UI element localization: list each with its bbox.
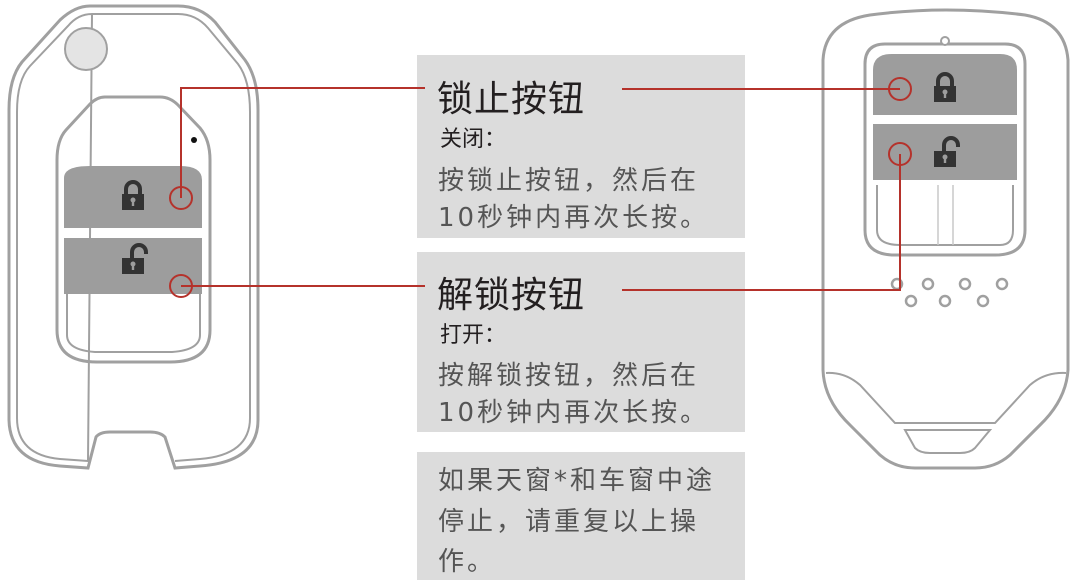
lock-text-line: 10秒钟内再次长按。 [438, 203, 710, 233]
unlock-text-line: 10秒钟内再次长按。 [438, 398, 710, 428]
lock-subtitle: 关闭： [440, 127, 507, 152]
flip-key-fob [7, 4, 260, 470]
unlock-button-title: 解锁按钮 [437, 275, 586, 316]
key-release-button [64, 27, 108, 71]
note-text-line: 作。 [438, 547, 497, 577]
callout-lines [169, 77, 912, 298]
lock-button-right [873, 54, 1017, 115]
unlock-text-line: 按解锁按钮，然后在 [438, 361, 700, 391]
indicator-dot [191, 137, 197, 143]
smart-key-fob [821, 8, 1070, 470]
unlock-info-panel [417, 252, 745, 432]
lock-info-panel [417, 55, 745, 238]
unlock-subtitle: 打开： [440, 323, 507, 348]
note-text-line: 如果天窗*和车窗中途 [438, 466, 716, 496]
lock-button-title: 锁止按钮 [437, 79, 586, 120]
lock-text-line: 按锁止按钮，然后在 [438, 166, 700, 196]
note-panel [417, 452, 745, 580]
note-text-line: 停止，请重复以上操 [438, 507, 700, 537]
